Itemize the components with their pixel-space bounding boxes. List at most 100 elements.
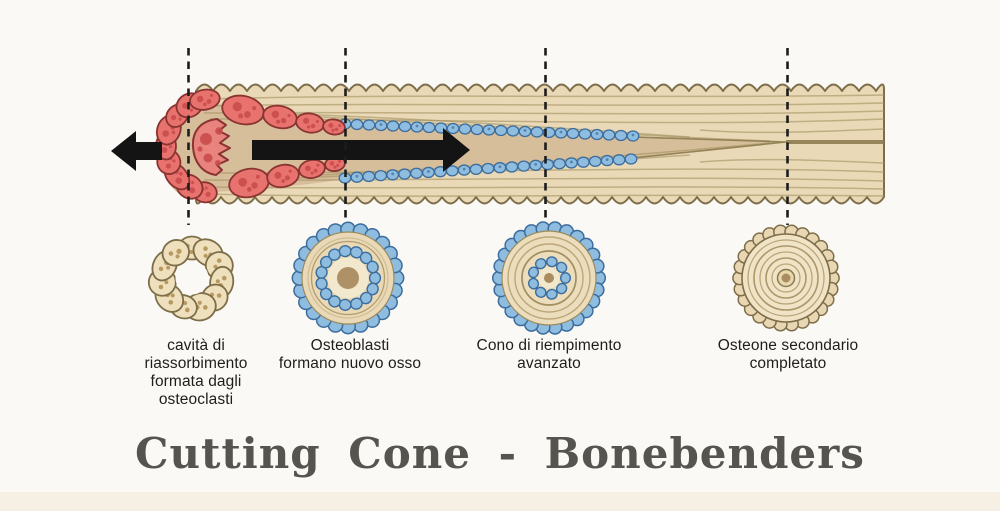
ring-line — [507, 236, 591, 320]
osteoblast-cell — [458, 123, 472, 135]
osteoblast-cell — [588, 155, 602, 168]
osteoclast-spot — [203, 153, 213, 163]
osteoclast-spot — [162, 130, 169, 137]
right-arrow-head — [443, 128, 470, 172]
osteoclast-cell — [155, 114, 182, 146]
osteoclast-spot — [333, 165, 337, 169]
osteoclast-spot — [172, 159, 176, 163]
stage-label-filling-cone: Cono di riempimento avanzato — [434, 337, 664, 373]
osteoclast-spot — [288, 169, 292, 173]
stage-label-osteoblasts: Osteoblasti formano nuovo osso — [250, 337, 450, 373]
central-canal — [337, 267, 359, 289]
label-line: formata dagli — [150, 373, 242, 390]
ring-line — [307, 237, 389, 319]
cavity-lumen — [175, 261, 209, 295]
osteoblast-cell — [481, 162, 495, 175]
osteoblast-cell — [566, 127, 580, 140]
osteoblast-cell — [534, 258, 547, 270]
osteoclast-spot — [287, 113, 291, 118]
osteoblast-cell — [555, 282, 568, 295]
cell-dot — [158, 266, 164, 272]
stage-label-secondary-osteon: Osteone secondario completato — [673, 337, 903, 373]
osteoclast-spot — [331, 128, 335, 132]
osteoblast-nucleus — [570, 160, 573, 164]
cell-dot — [183, 301, 188, 306]
osteoblast-cell — [398, 120, 412, 133]
osteoblast-cell — [469, 163, 483, 175]
osteoblast-nucleus — [391, 172, 395, 176]
cell-dot — [222, 275, 227, 281]
osteoblast-cell — [624, 153, 638, 165]
osteoblast-cell — [578, 128, 592, 140]
osteoclast-spot — [246, 186, 252, 192]
osteoclast-cells — [155, 88, 346, 204]
cross-section-osteoblast-ring — [291, 221, 405, 335]
osteoclast-spot — [271, 110, 280, 119]
label-line: formano nuovo osso — [278, 355, 422, 372]
osteoblast-nucleus — [451, 126, 455, 129]
osteoclast-spot — [305, 165, 311, 172]
label-line: Osteoblasti — [310, 337, 390, 354]
section-guide-lines — [187, 48, 789, 225]
osteoblast-nucleus — [427, 170, 430, 173]
cross-section-filling-cone — [491, 221, 607, 335]
cell-dot — [175, 254, 180, 259]
osteoclast-spot — [310, 123, 316, 129]
lamella-line — [204, 193, 885, 197]
osteoblast-nucleus — [415, 124, 419, 128]
osteoblast-nucleus — [355, 174, 359, 178]
tunnel-edge-line — [631, 136, 787, 159]
osteoclast-spot — [306, 125, 311, 129]
label-line: osteoclasti — [158, 391, 234, 408]
ring-line — [514, 243, 584, 313]
osteoblast-cell — [338, 245, 352, 258]
osteoclast-spot — [329, 161, 335, 166]
central-canal — [781, 273, 791, 283]
osteoclast-spot — [251, 182, 258, 189]
osteoblast-nucleus — [487, 127, 491, 131]
lamella-ring — [765, 257, 807, 299]
label-line: riassorbimento — [144, 355, 248, 372]
osteoclast-spot — [328, 123, 334, 128]
osteoblast-cell — [612, 154, 626, 166]
cell-dot — [170, 293, 175, 298]
osteoclast-spot — [171, 130, 176, 135]
left-arrow-shape — [111, 131, 162, 171]
cell-dot — [189, 250, 194, 254]
lamella-ring — [747, 239, 825, 317]
osteoblast-cell — [576, 156, 590, 168]
label-line: avanzato — [517, 355, 581, 372]
osteoclast-spot — [336, 163, 340, 167]
osteoclast-spot — [165, 163, 172, 169]
osteoblast-nucleus — [498, 165, 502, 169]
osteoblast-cell — [555, 261, 568, 274]
osteoblast-cell — [368, 271, 382, 285]
central-canal — [544, 273, 554, 283]
osteoclast-spot — [189, 108, 194, 112]
osteoclast-spot — [232, 102, 242, 112]
osteoclast-spot — [315, 119, 319, 124]
osteoclast-spot — [276, 119, 281, 124]
osteoclast-spot — [182, 102, 189, 109]
osteoclast-spot — [196, 95, 204, 103]
osteoclast-spot — [274, 171, 282, 179]
footer-band — [0, 492, 1000, 511]
lamella-line — [699, 158, 885, 164]
cell-dot — [166, 265, 171, 270]
osteoclast-spot — [284, 175, 291, 181]
cell-dot — [216, 293, 222, 298]
stage-label-resorption-cavity: cavità di riassorbimento formata dagli o… — [116, 337, 276, 409]
osteoclast-spot — [244, 111, 251, 118]
osteoblast-cell — [366, 260, 379, 274]
cutting-direction-arrow-right — [252, 128, 470, 172]
osteoclast-spot — [161, 147, 168, 154]
osteoblast-cell — [362, 119, 376, 131]
osteoblast-nucleus — [559, 130, 563, 134]
osteoblast-cell — [517, 160, 531, 172]
osteoblast-nucleus — [379, 123, 383, 126]
osteoblast-cell — [541, 158, 555, 171]
cell-dot — [203, 253, 208, 258]
osteoclast-spot — [215, 127, 223, 135]
cell-dot — [213, 264, 218, 269]
cell-dot — [203, 305, 208, 310]
